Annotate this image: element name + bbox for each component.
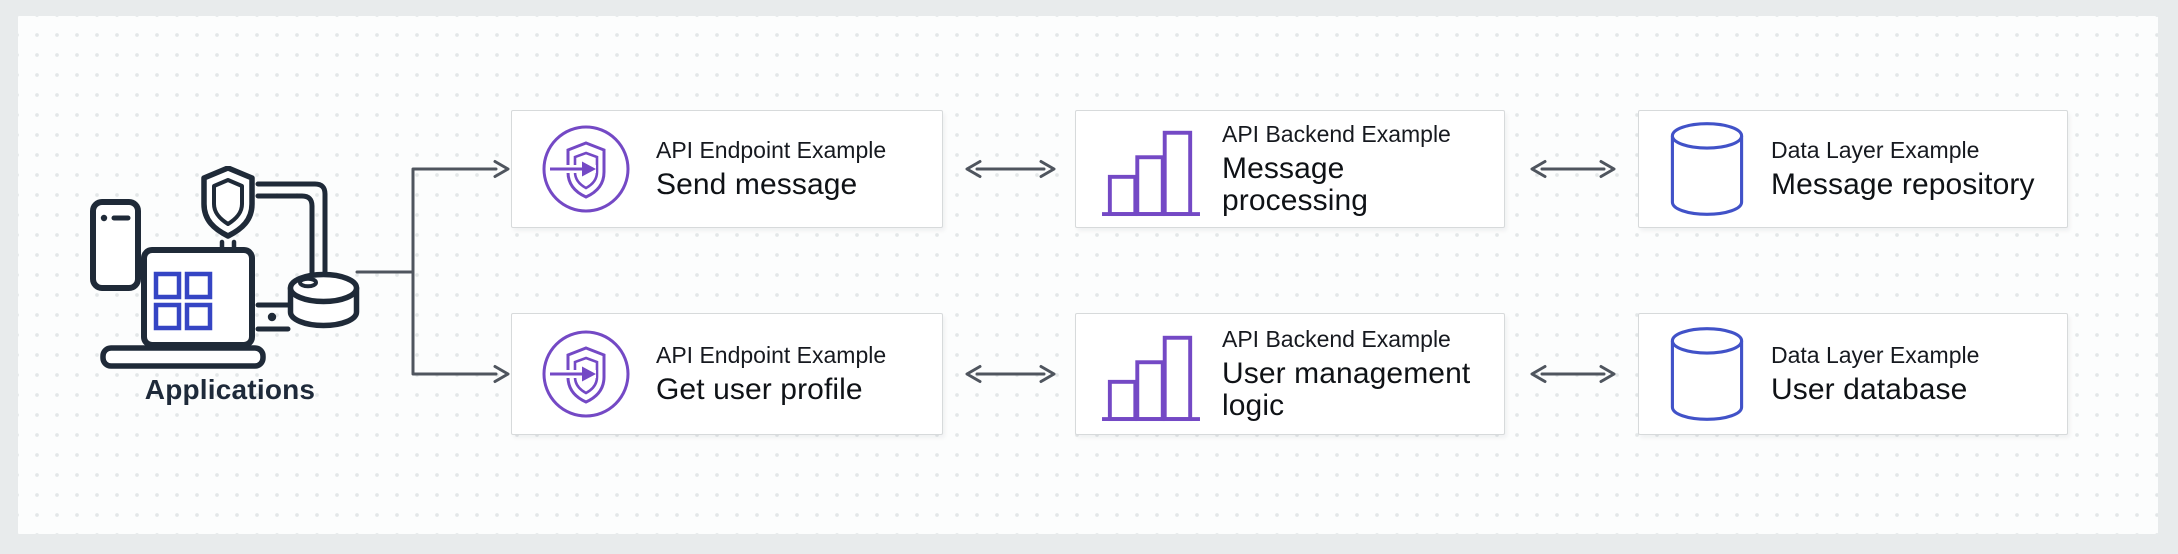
arrowhead-right-icon xyxy=(1039,160,1056,178)
box-category: API Backend Example xyxy=(1222,121,1451,148)
api-backend-user-management-logic-box: API Backend Example User management logi… xyxy=(1075,313,1505,435)
applications-label: Applications xyxy=(144,374,316,405)
database-disk-icon xyxy=(287,271,360,329)
data-layer-user-database-box: Data Layer Example User database xyxy=(1638,313,2068,435)
box-category: Data Layer Example xyxy=(1771,342,1980,369)
double-arrow xyxy=(965,365,1056,383)
mobile-phone-icon xyxy=(90,199,141,291)
database-cylinder-icon xyxy=(1670,327,1744,421)
arrowhead-left-icon xyxy=(965,160,982,178)
api-endpoint-get-user-profile-box: API Endpoint Example Get user profile xyxy=(511,313,943,435)
double-arrow xyxy=(965,160,1056,178)
box-category: Data Layer Example xyxy=(1771,137,1980,164)
bar-chart-icon xyxy=(1102,130,1200,217)
arrowhead-left-icon xyxy=(965,365,982,383)
arrowhead-right-icon xyxy=(493,365,510,383)
endpoint-shield-arrow-icon xyxy=(542,330,630,418)
arrowhead-right-icon xyxy=(493,160,510,178)
box-category: API Endpoint Example xyxy=(656,342,887,369)
shield-icon xyxy=(201,166,255,253)
box-title: Get user profile xyxy=(656,372,863,406)
api-endpoint-send-message-box: API Endpoint Example Send message xyxy=(511,110,943,228)
arrowhead-right-icon xyxy=(1039,365,1056,383)
connector-dashes-icon xyxy=(255,302,291,332)
applications-illustration xyxy=(90,166,360,369)
laptop-base xyxy=(100,345,266,369)
diagram-canvas: Applications API Endpoint Example Send m… xyxy=(18,16,2158,534)
arrowhead-left-icon xyxy=(1530,160,1547,178)
box-title: Message processing xyxy=(1222,151,1369,217)
arrowhead-right-icon xyxy=(1599,365,1616,383)
database-cylinder-icon xyxy=(1670,122,1744,216)
box-title: User database xyxy=(1771,372,1968,406)
endpoint-shield-arrow-icon xyxy=(542,125,630,213)
arrowhead-right-icon xyxy=(1599,160,1616,178)
box-title: User management logic xyxy=(1222,356,1471,422)
bar-chart-icon xyxy=(1102,335,1200,422)
data-layer-message-repository-box: Data Layer Example Message repository xyxy=(1638,110,2068,228)
api-backend-message-processing-box: API Backend Example Message processing xyxy=(1075,110,1505,228)
box-category: API Endpoint Example xyxy=(656,137,887,164)
app-grid-icon xyxy=(153,271,213,331)
arrowhead-left-icon xyxy=(1530,365,1547,383)
box-title: Message repository xyxy=(1771,167,2035,201)
box-title: Send message xyxy=(656,167,858,201)
box-category: API Backend Example xyxy=(1222,326,1451,353)
double-arrow xyxy=(1530,365,1616,383)
double-arrow xyxy=(1530,160,1616,178)
